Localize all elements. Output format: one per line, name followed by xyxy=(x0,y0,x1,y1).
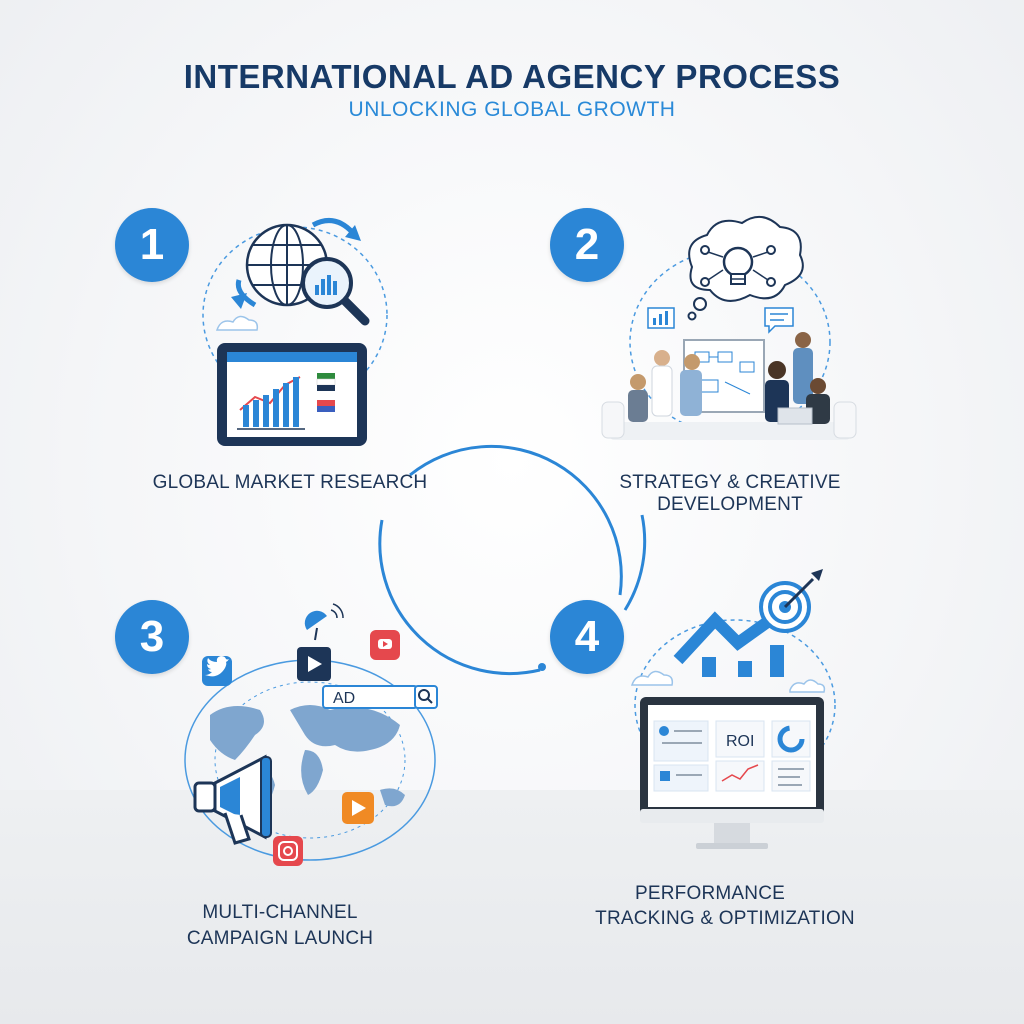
step-2-badge: 2 xyxy=(550,208,624,282)
process-cycle-arc xyxy=(378,444,647,676)
monitor-dashboard-target-icon: ROI xyxy=(630,569,836,849)
step-3-label-line-2: CAMPAIGN LAUNCH xyxy=(186,928,374,949)
ad-search-text: AD xyxy=(333,690,355,707)
team-whiteboard-lightbulb-icon xyxy=(601,216,857,440)
step-4-label-line-1: PERFORMANCE xyxy=(635,883,785,904)
megaphone-world-map-icon: AD xyxy=(184,603,438,866)
page-title: INTERNATIONAL AD AGENCY PROCESS xyxy=(183,58,841,95)
page-subtitle: UNLOCKING GLOBAL GROWTH xyxy=(348,98,676,121)
step-4-label-line-2: TRACKING & OPTIMIZATION xyxy=(595,908,855,929)
step-2-label: STRATEGY & CREATIVE DEVELOPMENT xyxy=(619,472,841,515)
step-4-badge: 4 xyxy=(550,600,624,674)
globe-magnifier-tablet-icon xyxy=(202,218,388,446)
step-1-label: GLOBAL MARKET RESEARCH xyxy=(152,472,428,493)
roi-text: ROI xyxy=(726,733,754,750)
floor-shadow-band xyxy=(0,790,1024,1024)
step-3-label-line-1: MULTI-CHANNEL xyxy=(202,902,358,923)
step-1-badge: 1 xyxy=(115,208,189,282)
step-3-badge: 3 xyxy=(115,600,189,674)
